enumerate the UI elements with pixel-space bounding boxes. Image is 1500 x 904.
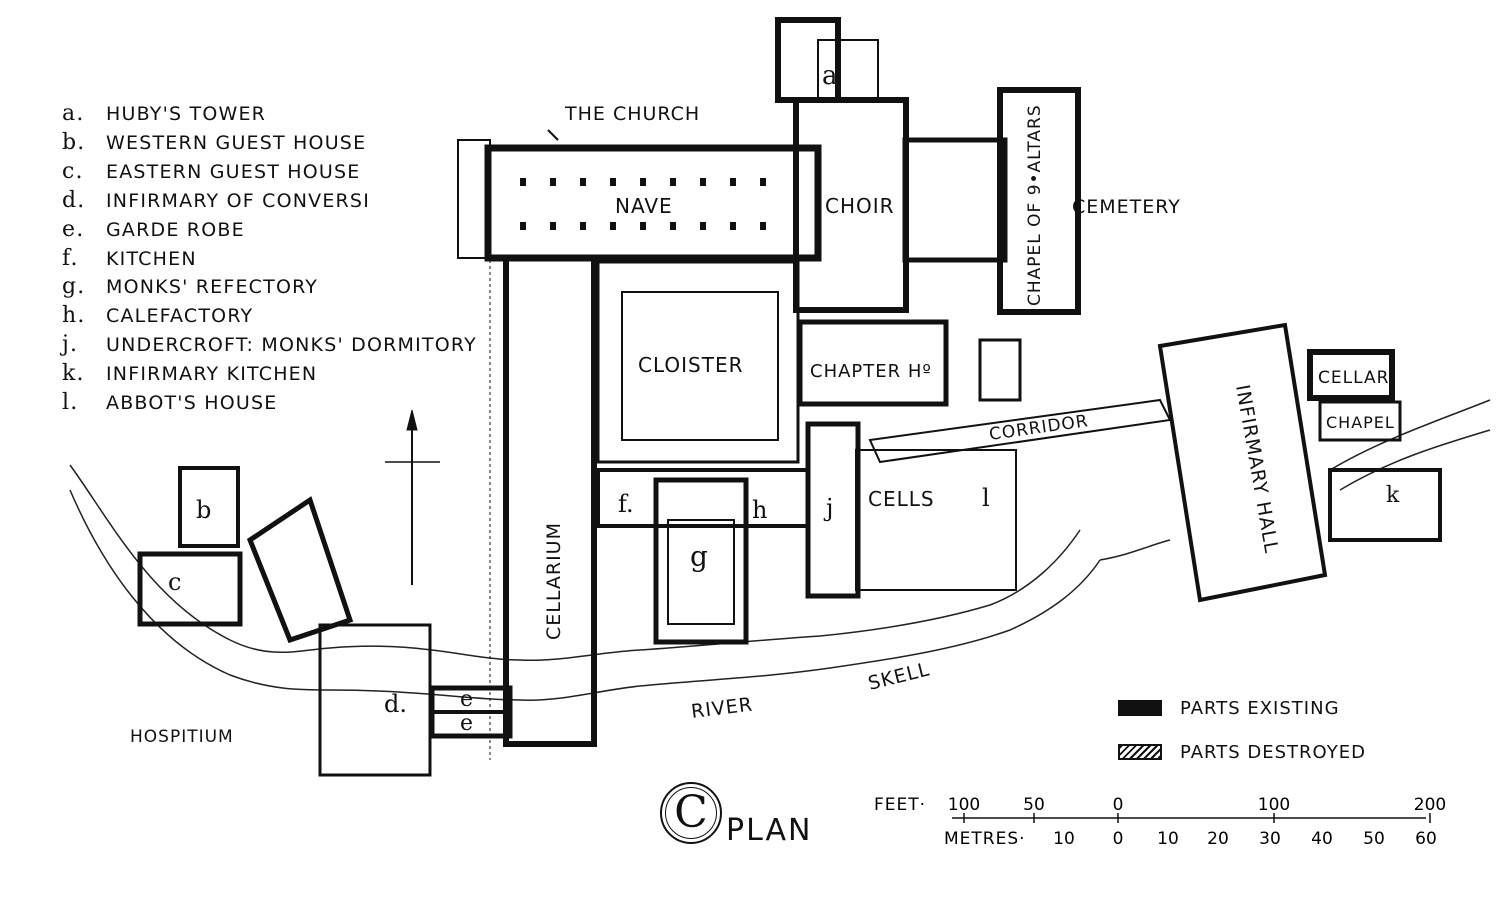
- scale-metre-tick: 50: [1363, 829, 1385, 849]
- key-item-letter: h.: [62, 303, 86, 329]
- legend-destroyed: PARTS DESTROYED: [1118, 730, 1366, 774]
- scale-metre-tick: 40: [1311, 829, 1333, 849]
- key-item: k. INFIRMARY KITCHEN: [62, 360, 477, 389]
- key-item-text: HUBY'S TOWER: [106, 103, 267, 125]
- key-item: g. MONKS' REFECTORY: [62, 273, 477, 302]
- label-river: RIVER: [690, 694, 754, 723]
- c-roundel-letter: C: [665, 787, 717, 839]
- label-cellarium: CELLARIUM: [543, 522, 565, 640]
- river-skell: [69, 399, 1491, 701]
- plan-word: PLAN: [726, 813, 813, 848]
- key-item-letter: d.: [62, 187, 86, 213]
- key-item: e. GARDE ROBE: [62, 216, 477, 245]
- key-item: c. EASTERN GUEST HOUSE: [62, 158, 477, 187]
- scale-feet-tick: 0: [1113, 795, 1124, 815]
- scale-metre-tick: 10: [1157, 829, 1179, 849]
- label-chapter-house: CHAPTER Hº: [810, 361, 932, 382]
- key-item: l. ABBOT'S HOUSE: [62, 389, 477, 418]
- label-the-church: THE CHURCH: [564, 103, 700, 125]
- plan-letter-j: j: [823, 494, 833, 522]
- plan-letter-g: g: [690, 540, 708, 573]
- south-range: [596, 468, 810, 645]
- hospitium-guest-houses: [137, 466, 513, 777]
- plan-letter-k: k: [1386, 483, 1400, 508]
- key-item-text: INFIRMARY OF CONVERSI: [106, 189, 370, 212]
- nave-piers: [520, 178, 766, 230]
- key-item-text: MONKS' REFECTORY: [106, 276, 319, 299]
- label-choir: CHOIR: [825, 194, 895, 218]
- plan-letter-e-lower: e: [460, 711, 473, 736]
- key-item-text: CALEFACTORY: [106, 305, 254, 328]
- label-nave: NAVE: [615, 194, 673, 218]
- scale-feet-ticks: 100 50 0 100 200: [948, 795, 1446, 823]
- key-item-text: EASTERN GUEST HOUSE: [106, 160, 361, 183]
- key-item-text: GARDE ROBE: [106, 218, 245, 241]
- plan-letter-c: c: [168, 568, 181, 596]
- key-item: b. WESTERN GUEST HOUSE: [62, 129, 477, 158]
- legend-destroyed-label: PARTS DESTROYED: [1180, 741, 1366, 763]
- scale-feet-tick: 100: [1258, 795, 1290, 815]
- key-item-letter: g.: [62, 274, 86, 300]
- key-item-text: INFIRMARY KITCHEN: [106, 363, 318, 386]
- key-item-letter: j.: [62, 332, 79, 358]
- label-chapel: CHAPEL: [1326, 413, 1395, 432]
- plan-letter-h: h: [752, 496, 767, 524]
- key-item-letter: l.: [62, 390, 79, 416]
- label-cells: CELLS: [868, 487, 935, 511]
- key-item-letter: e.: [62, 216, 85, 242]
- scale-feet-tick: 50: [1023, 795, 1045, 815]
- label-skell: SKELL: [866, 658, 932, 695]
- scale-metre-tick: 0: [1113, 829, 1124, 849]
- key-item: h. CALEFACTORY: [62, 302, 477, 331]
- scale-feet-tick: 200: [1414, 795, 1446, 815]
- label-hospitium: HOSPITIUM: [130, 727, 234, 747]
- label-chapel-of-nine-altars: CHAPEL OF 9•ALTARS: [1025, 104, 1045, 306]
- plan-letter-d: d.: [384, 690, 407, 718]
- label-cloister: CLOISTER: [638, 353, 743, 377]
- plan-letter-e-upper: e: [460, 687, 473, 712]
- hatched-swatch-icon: [1118, 744, 1162, 760]
- key-item-letter: a.: [62, 101, 85, 126]
- scale-metre-tick: 30: [1259, 829, 1281, 849]
- plan-letter-a: a: [822, 61, 838, 91]
- key-item-text: ABBOT'S HOUSE: [106, 392, 278, 415]
- solid-swatch-icon: [1118, 700, 1162, 716]
- plan-letter-l: l: [982, 484, 990, 512]
- key-item: a. HUBY'S TOWER: [62, 100, 477, 129]
- legend-existing-label: PARTS EXISTING: [1180, 697, 1340, 719]
- scale-metre-tick: 10: [1053, 829, 1075, 849]
- plan-letter-b: b: [196, 496, 211, 524]
- scale-metre-ticks: 10 0 10 20 30 40 50 60: [1053, 829, 1437, 849]
- plan-letter-f: f.: [618, 490, 634, 518]
- legend-existing: PARTS EXISTING: [1118, 686, 1366, 730]
- key-item-text: KITCHEN: [106, 247, 197, 270]
- church-walls: [457, 17, 1081, 315]
- scale-metres-label: METRES·: [944, 829, 1026, 849]
- label-infirmary-hall: INFIRMARY HALL: [1231, 383, 1282, 555]
- label-cemetery: CEMETERY: [1072, 196, 1181, 218]
- cellarium-walls: [489, 255, 597, 760]
- key-item-text: UNDERCROFT: MONKS' DORMITORY: [106, 334, 477, 357]
- key-item-letter: f.: [62, 245, 79, 271]
- infirmary: [868, 322, 1442, 603]
- scale-feet-label: FEET·: [874, 795, 926, 815]
- scale-metre-tick: 60: [1415, 829, 1437, 849]
- legend: PARTS EXISTING PARTS DESTROYED: [1118, 686, 1366, 774]
- label-cellar: CELLAR: [1318, 368, 1389, 388]
- key-item: j. UNDERCROFT: MONKS' DORMITORY: [62, 331, 477, 360]
- key-item: d. INFIRMARY OF CONVERSI: [62, 187, 477, 216]
- scale-feet-tick: 100: [948, 795, 980, 815]
- key-item-letter: k.: [62, 361, 85, 387]
- key-item-letter: c.: [62, 158, 84, 184]
- c-roundel-icon: C: [660, 782, 722, 844]
- key-item-letter: b.: [62, 129, 86, 155]
- key-item-text: WESTERN GUEST HOUSE: [106, 131, 367, 154]
- key-item: f. KITCHEN: [62, 245, 477, 274]
- plan-title: C PLAN: [660, 782, 812, 848]
- key-list: a. HUBY'S TOWER b. WESTERN GUEST HOUSE c. EAS…: [62, 100, 477, 418]
- north-arrow: [385, 409, 440, 585]
- scale-metre-tick: 20: [1207, 829, 1229, 849]
